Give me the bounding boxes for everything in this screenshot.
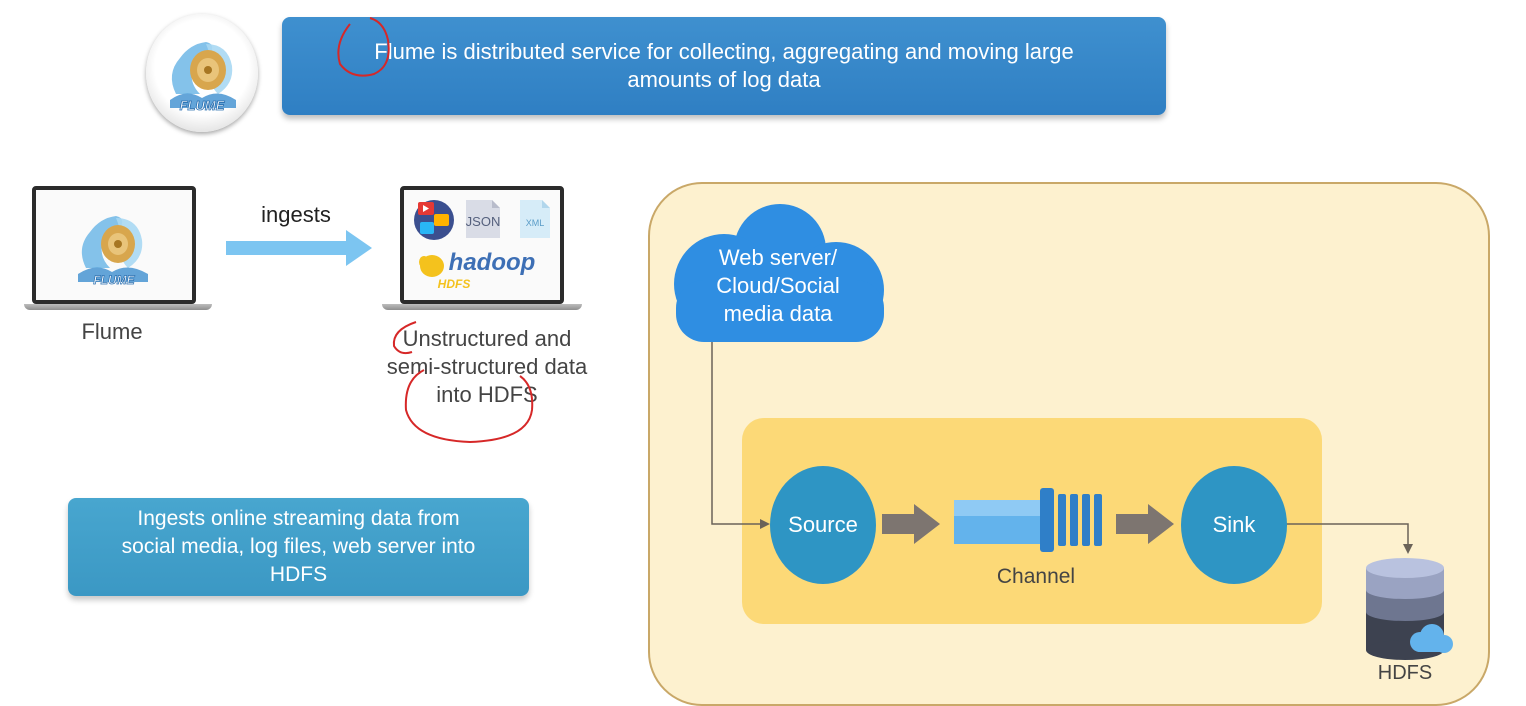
cloud-line-2: Cloud/Social — [716, 273, 840, 298]
flume-label: Flume — [81, 319, 143, 344]
info-line-3: HDFS — [269, 563, 328, 586]
architecture-connectors — [337, 17, 1453, 660]
json-file-icon: JSON — [466, 200, 501, 238]
hdfs-data-label: Unstructured and semi-structured data in… — [360, 325, 614, 409]
sink-node: Sink — [1181, 466, 1287, 584]
banner-line-2: amounts of log data — [627, 67, 821, 92]
info-line-1: Ingests online streaming data from — [137, 507, 460, 530]
hdfs-data-label-line-3: into HDFS — [436, 382, 538, 407]
red-annotation-marks — [337, 17, 534, 444]
xml-file-icon: XML — [520, 200, 550, 238]
flume-logo-icon: FLUME — [170, 42, 236, 113]
xml-file-label: XML — [526, 218, 545, 228]
hdfs-wordmark: HDFS — [438, 277, 471, 291]
web-server-cloud-label: Web server/ Cloud/Social media data — [696, 244, 860, 328]
hdfs-data-label-line-2: semi-structured data — [386, 354, 588, 379]
source-node: Source — [770, 466, 876, 584]
media-icon — [414, 200, 454, 240]
hadoop-hdfs-logo: hadoop HDFS — [419, 249, 535, 291]
cloud-line-3: media data — [723, 301, 833, 326]
web-server-cloud-icon — [674, 204, 884, 342]
logo-wordmark: FLUME — [180, 98, 225, 113]
channel-label: Channel — [996, 565, 1076, 588]
flume-logo: FLUME — [146, 14, 258, 132]
hdfs-database-icon — [1366, 558, 1453, 660]
json-file-label: JSON — [466, 214, 501, 229]
ingests-info-box: Ingests online streaming data from socia… — [68, 498, 529, 596]
hadoop-wordmark: hadoop — [449, 249, 536, 276]
hdfs-data-label-line-1: Unstructured and — [402, 326, 572, 351]
info-line-2: social media, log files, web server into — [121, 535, 476, 558]
banner-line-1: Flume is distributed service for collect… — [374, 39, 1074, 64]
hdfs-label: HDFS — [1377, 662, 1433, 684]
channel-pipe-icon — [954, 488, 1102, 552]
hdfs-data-laptop: JSON XML hadoop HDFS — [382, 186, 582, 316]
ingests-arrow — [226, 230, 372, 266]
ingests-label: ingests — [261, 202, 331, 227]
cloud-line-1: Web server/ — [718, 245, 838, 270]
title-banner: Flume is distributed service for collect… — [282, 17, 1166, 115]
file-types-icons: JSON XML hadoop HDFS — [414, 200, 550, 291]
laptop-logo-wordmark: FLUME — [93, 273, 135, 287]
flume-laptop: FLUME — [24, 186, 212, 316]
flume-laptop-logo-icon: FLUME — [78, 216, 148, 287]
